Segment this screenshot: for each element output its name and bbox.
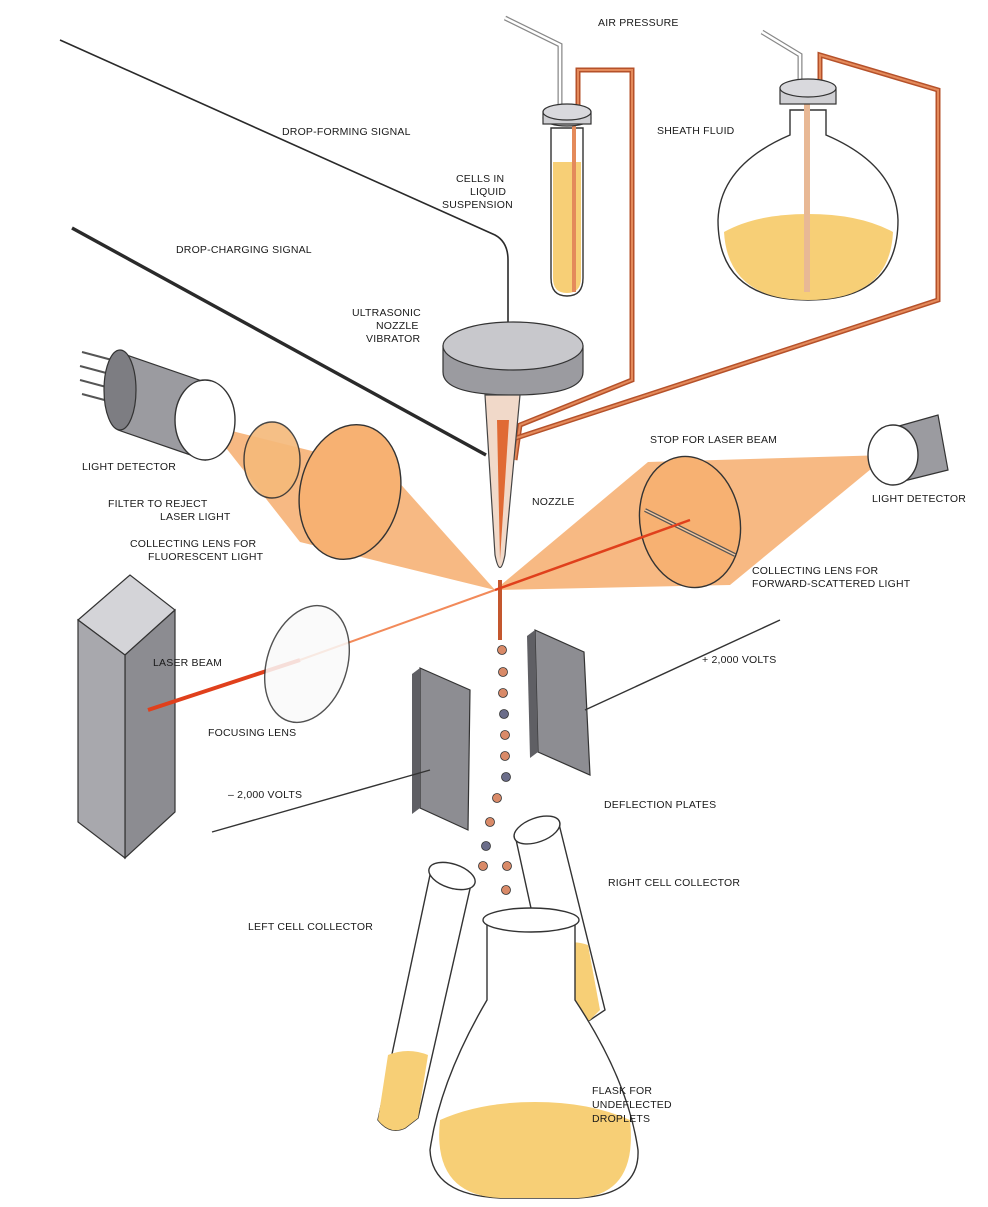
label-air-pressure: AIR PRESSURE	[598, 17, 679, 29]
label-flask-line-2: UNDEFLECTED	[592, 1099, 672, 1111]
label-forward-lens-line-1: COLLECTING LENS FOR	[752, 565, 879, 577]
droplet-stream	[479, 580, 512, 947]
label-cells-line-2: LIQUID	[470, 186, 506, 198]
label-cells-line-3: SUSPENSION	[442, 199, 513, 211]
label-light-detector-left: LIGHT DETECTOR	[82, 461, 176, 473]
label-cells-line-1: CELLS IN	[456, 173, 504, 185]
label-nozzle: NOZZLE	[532, 496, 575, 508]
flask-undeflected	[430, 908, 638, 1198]
label-vibrator-line-2: NOZZLE	[376, 320, 419, 332]
label-light-detector-right: LIGHT DETECTOR	[872, 493, 966, 505]
air-pressure-line-right	[762, 32, 800, 80]
label-minus-volts: – 2,000 VOLTS	[228, 789, 302, 801]
label-drop-forming-signal: DROP-FORMING SIGNAL	[282, 126, 411, 138]
label-vibrator-line-3: VIBRATOR	[366, 333, 421, 345]
label-filter-line-1: FILTER TO REJECT	[108, 498, 208, 510]
label-fluorescent-lens-line-2: FLUORESCENT LIGHT	[148, 551, 264, 563]
label-focusing-lens: FOCUSING LENS	[208, 727, 296, 739]
cells-test-tube	[543, 104, 591, 296]
light-detector-left	[80, 350, 235, 460]
deflection-plate-right	[535, 630, 590, 775]
label-flask-line-3: DROPLETS	[592, 1113, 650, 1125]
label-left-cell-collector: LEFT CELL COLLECTOR	[248, 921, 373, 933]
label-plus-volts: + 2,000 VOLTS	[702, 654, 777, 666]
ultrasonic-nozzle-vibrator	[443, 322, 583, 395]
label-drop-charging-signal: DROP-CHARGING SIGNAL	[176, 244, 312, 256]
light-detector-right	[868, 415, 948, 485]
drop-forming-signal-wire	[60, 40, 508, 340]
air-pressure-line-right-inner	[762, 32, 800, 80]
focusing-lens	[250, 595, 363, 734]
label-filter-line-2: LASER LIGHT	[160, 511, 231, 523]
label-sheath-fluid: SHEATH FLUID	[657, 125, 735, 137]
nozzle	[485, 395, 520, 568]
label-stop-for-laser-beam: STOP FOR LASER BEAM	[650, 434, 777, 446]
laser-source	[78, 575, 175, 858]
air-pressure-line-left-inner	[505, 18, 560, 110]
label-right-cell-collector: RIGHT CELL COLLECTOR	[608, 877, 740, 889]
label-vibrator-line-1: ULTRASONIC	[352, 307, 421, 319]
label-laser-beam: LASER BEAM	[153, 657, 222, 669]
laser-filter	[244, 422, 300, 498]
minus-voltage-wire	[212, 770, 430, 832]
label-forward-lens-line-2: FORWARD-SCATTERED LIGHT	[752, 578, 911, 590]
label-deflection-plates: DEFLECTION PLATES	[604, 799, 716, 811]
sheath-fluid-flask	[718, 79, 898, 300]
label-fluorescent-lens-line-1: COLLECTING LENS FOR	[130, 538, 257, 550]
deflection-plate-left	[420, 668, 470, 830]
label-flask-line-1: FLASK FOR	[592, 1085, 652, 1097]
